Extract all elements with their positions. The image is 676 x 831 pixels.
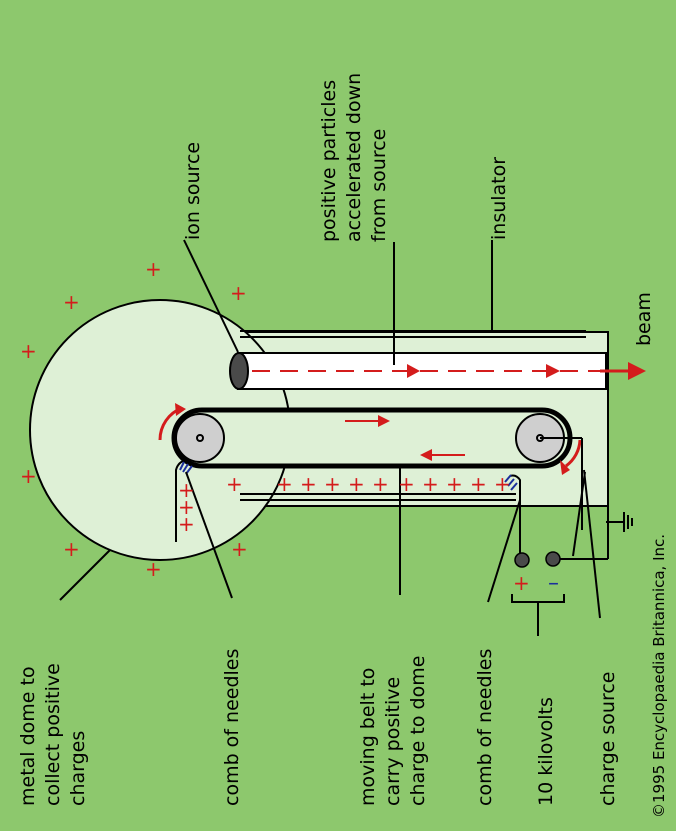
label-moving-belt-line3: charge to dome	[407, 656, 429, 806]
plus-icon: +	[324, 472, 341, 496]
plus-icon: +	[178, 495, 195, 519]
plus-icon: +	[300, 472, 317, 496]
particle-arrow-icon	[546, 364, 560, 378]
belt-arrow-icon	[378, 415, 390, 427]
label-beam: beam	[633, 292, 655, 346]
plus-icon: +	[470, 472, 487, 496]
label-comb-top: comb of needles	[221, 649, 243, 806]
ion-source-cap	[229, 352, 249, 390]
dome-charges: + + + + + + + +	[20, 257, 248, 581]
plus-icon: +	[145, 257, 162, 281]
moving-belt	[158, 403, 582, 475]
plus-icon: +	[494, 472, 511, 496]
plus-icon: +	[231, 537, 248, 561]
label-positive-particles-line3: from source	[368, 129, 390, 242]
comb-needles-bottom	[504, 474, 518, 491]
positive-sign: +	[513, 571, 530, 595]
plus-icon: +	[145, 557, 162, 581]
top-pulley	[175, 413, 225, 463]
belt-charges: + + + + + + + + + + + + + +	[178, 472, 511, 536]
plus-icon: +	[178, 512, 195, 536]
label-positive-particles-line2: accelerated down	[343, 73, 365, 242]
copyright-text: ©1995 Encyclopaedia Britannica, Inc.	[650, 534, 668, 818]
charge-source-circuit	[511, 437, 633, 636]
plus-icon: +	[372, 472, 389, 496]
plus-icon: +	[230, 281, 247, 305]
plus-icon: +	[398, 472, 415, 496]
plus-icon: +	[226, 472, 243, 496]
label-positive-particles-line1: positive particles	[318, 80, 340, 242]
positive-terminal	[514, 552, 530, 568]
plus-icon: +	[20, 464, 37, 488]
label-moving-belt-line1: moving belt to	[357, 668, 379, 806]
plus-icon: +	[276, 472, 293, 496]
label-metal-dome-line2: collect positive	[42, 663, 64, 806]
label-moving-belt-line2: carry positive	[382, 677, 404, 806]
plus-icon: +	[20, 339, 37, 363]
plus-icon: +	[63, 537, 80, 561]
plus-icon: +	[178, 478, 195, 502]
label-ion-source: ion source	[182, 142, 204, 240]
label-insulator: insulator	[488, 157, 510, 240]
plus-icon: +	[422, 472, 439, 496]
label-metal-dome-line3: charges	[67, 731, 89, 806]
label-charge-source: charge source	[597, 672, 619, 807]
label-comb-bottom: comb of needles	[474, 649, 496, 806]
beam-tube	[229, 352, 646, 390]
leader-lines	[59, 239, 601, 619]
negative-terminal	[545, 551, 561, 567]
plus-icon: +	[63, 290, 80, 314]
label-metal-dome-line1: metal dome to	[17, 666, 39, 806]
plus-icon: +	[348, 472, 365, 496]
beam-arrow-icon	[628, 362, 646, 380]
label-voltage: 10 kilovolts	[535, 697, 557, 806]
negative-sign: –	[548, 571, 559, 596]
plus-icon: +	[446, 472, 463, 496]
rotation-arrow-icon	[565, 439, 582, 468]
particle-arrow-icon	[407, 364, 420, 378]
rotated-labels: positive particles accelerated down from…	[17, 73, 668, 818]
belt-arrow-icon	[420, 449, 432, 461]
